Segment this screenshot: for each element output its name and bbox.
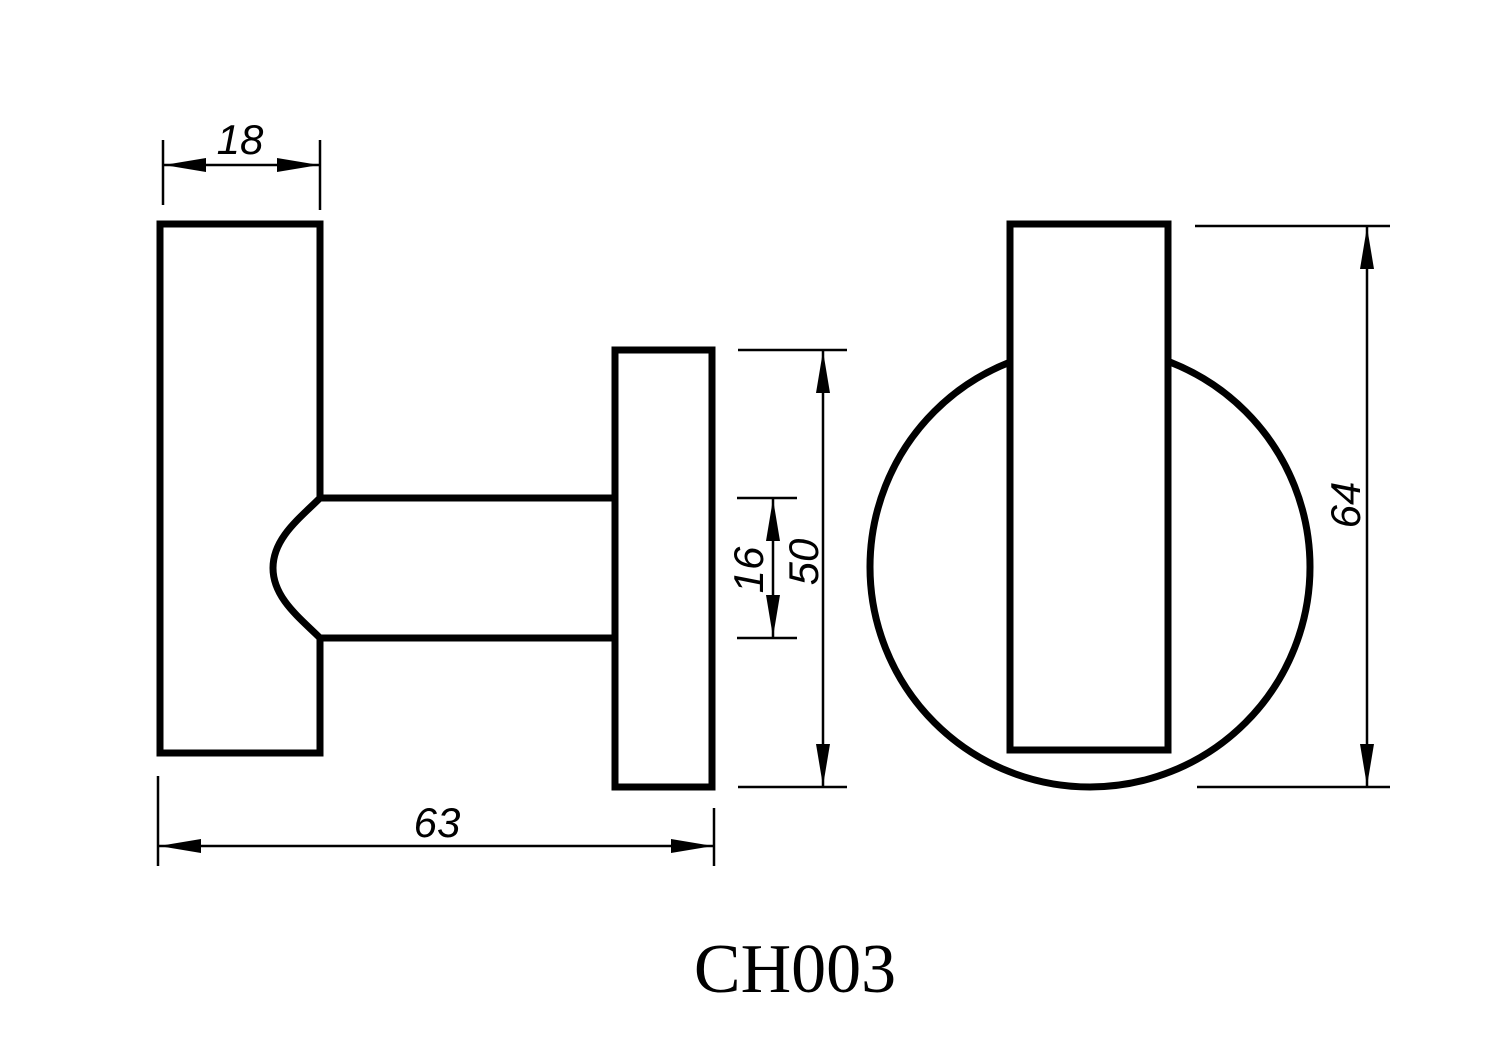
part-code-label: CH003 [694, 931, 896, 1008]
arrowhead-left-icon [164, 158, 206, 172]
arrowhead-left-icon [159, 839, 201, 853]
arrowhead-up-icon [1360, 227, 1374, 269]
dim-overall-height-label: 64 [1322, 482, 1369, 529]
arrowhead-right-icon [671, 839, 713, 853]
arrowhead-down-icon [766, 595, 780, 637]
dim-overall-length-label: 63 [414, 799, 461, 846]
dimension-overall-height: 64 [1195, 224, 1390, 789]
dimension-stem-diameter: 16 [725, 496, 797, 640]
arrowhead-up-icon [816, 351, 830, 393]
dimension-bar-depth: 18 [161, 116, 322, 210]
front-view-bar [1006, 220, 1172, 754]
dimension-backplate-diameter: 50 [738, 348, 847, 789]
dim-bar-depth-label: 18 [217, 116, 264, 163]
arrowhead-down-icon [816, 744, 830, 786]
arrowhead-up-icon [766, 499, 780, 541]
dim-stem-diameter-label: 16 [725, 546, 772, 593]
dim-backplate-diameter-label: 50 [780, 538, 827, 585]
side-view [156, 220, 716, 791]
dimension-overall-length: 63 [156, 776, 716, 866]
front-view [866, 220, 1314, 791]
arrowhead-right-icon [277, 158, 319, 172]
side-view-backplate [611, 346, 716, 791]
arrowhead-down-icon [1360, 744, 1374, 786]
side-view-bar-outline [156, 220, 324, 757]
